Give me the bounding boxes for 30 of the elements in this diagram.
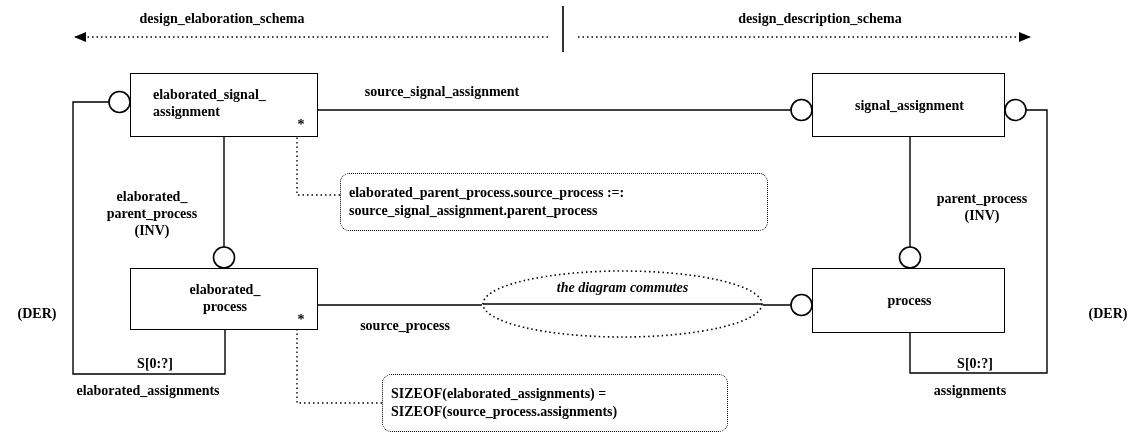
schema-label: design_elaboration_schema [139, 10, 305, 27]
constraint-text: elaborated_parent_process.source_process :=: source_signal_assignment.parent_process [349, 184, 626, 220]
cardinality-label: S[0:?] [137, 355, 173, 372]
asterisk-mark: * [296, 311, 306, 328]
relationship-line [212, 136, 236, 269]
entity-name: elaborated_ process [188, 281, 262, 315]
relationship-line [72, 90, 226, 375]
relationship-line [909, 98, 1048, 374]
entity-name: signal_assignment [854, 97, 965, 114]
relationship-line [898, 136, 922, 269]
schema-label: design_description_schema [738, 10, 902, 27]
leader-line [296, 136, 341, 196]
annotation-ellipse [482, 270, 763, 338]
entity-name: the diagram commutes [555, 279, 690, 296]
entity-box [812, 268, 1005, 333]
constraint-text: SIZEOF(elaborated_assignments) = SIZEOF(source_process.assignments) [391, 385, 619, 421]
asterisk-mark: * [296, 116, 306, 133]
relationship-line [317, 304, 483, 306]
entity-name: elaborated_signal_ assignment [153, 86, 267, 120]
entity-box [130, 268, 318, 330]
entity-box [130, 73, 318, 137]
entity-box [812, 73, 1005, 137]
constraint-note [340, 173, 768, 231]
constraint-note [382, 374, 728, 432]
relationship-line [317, 98, 813, 122]
derived-marker: (DER) [1088, 305, 1128, 322]
cardinality-label: S[0:?] [957, 355, 993, 372]
derived-marker: (DER) [17, 305, 57, 322]
entity-name: process [886, 292, 933, 309]
relationship-line [762, 293, 813, 317]
